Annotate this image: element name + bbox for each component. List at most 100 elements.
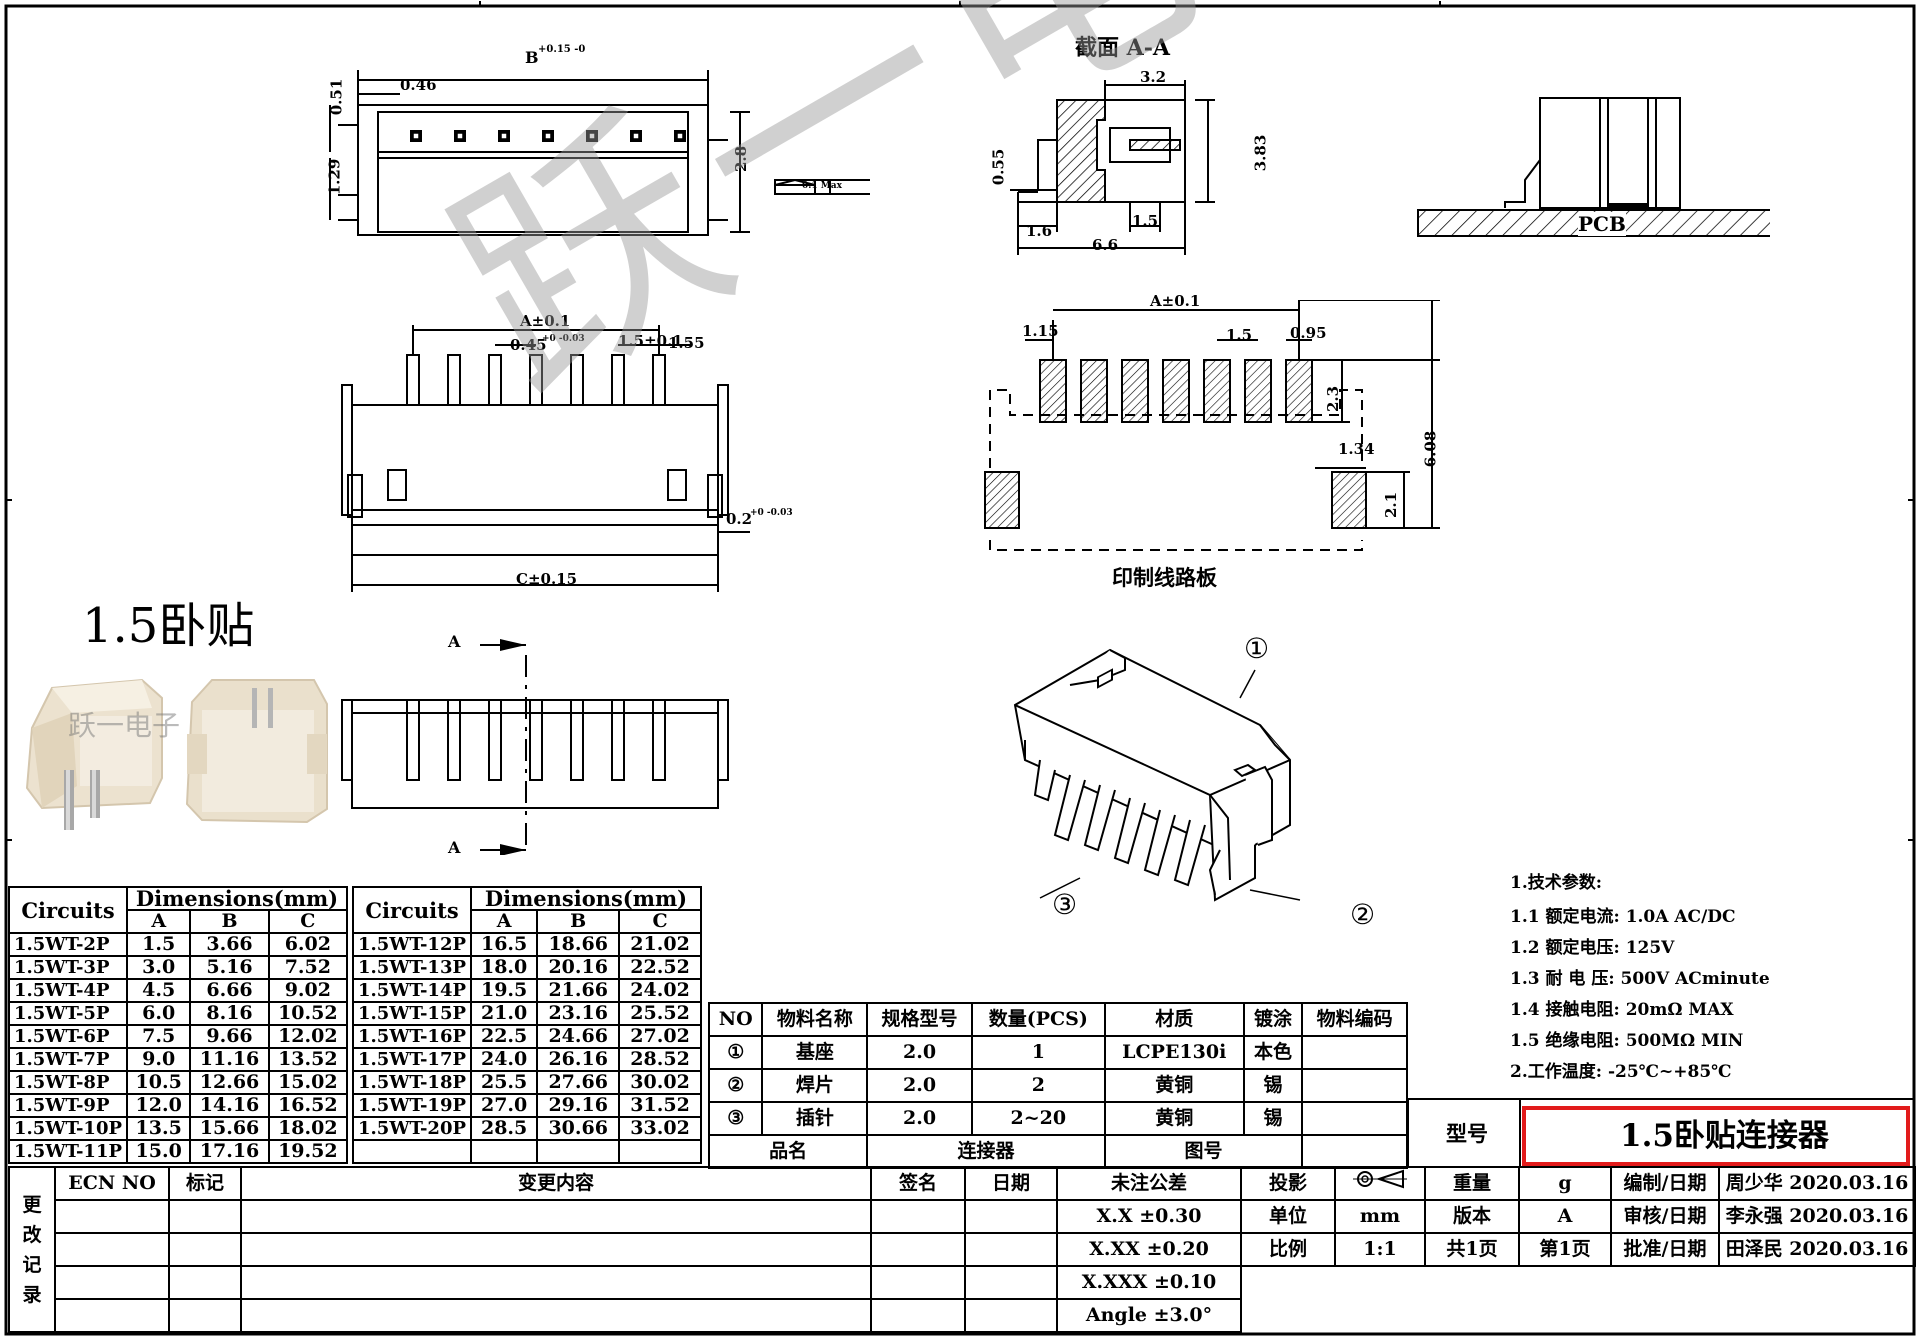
col-circuits: Circuits	[352, 886, 472, 934]
model-highlight	[1522, 1106, 1910, 1166]
dimension-cell: 15.0	[125, 1139, 192, 1164]
dimension-cell: 11.16	[189, 1047, 270, 1072]
photo-watermark: 跃一电子	[68, 709, 181, 742]
col-sign: 签名	[870, 1166, 966, 1201]
circuit-cell: 1.5WT-19P	[352, 1093, 472, 1118]
bom-cell	[1301, 1101, 1408, 1136]
dimension-cell: 25.5	[469, 1070, 539, 1095]
bom-header: 材质	[1103, 1002, 1245, 1037]
dim-front-02: 0.2	[726, 510, 753, 528]
bom-cell: 1	[970, 1035, 1106, 1070]
section-mark-bottom: A	[448, 838, 461, 857]
dimension-cell: 9.66	[189, 1024, 270, 1049]
dimension-cell: 30.66	[536, 1116, 621, 1141]
spec-line: 1.5 绝缘电阻: 500MΩ MIN	[1510, 1031, 1744, 1051]
bom-cell: 2	[970, 1068, 1106, 1103]
bom-cell: 插针	[761, 1101, 869, 1136]
pcb-label: PCB	[1578, 212, 1626, 236]
drawing-no-value	[1301, 1134, 1408, 1169]
bom-cell: 2.0	[866, 1068, 973, 1103]
circuit-cell: 1.5WT-6P	[8, 1024, 128, 1049]
dimension-cell: 17.16	[189, 1139, 270, 1164]
dimension-cell: 3.66	[189, 932, 270, 957]
dimension-cell: 4.5	[125, 978, 192, 1003]
dimension-cell: 20.16	[536, 955, 621, 980]
revision-side-label: 更 改 记 录	[8, 1166, 56, 1333]
col-b: B	[189, 909, 270, 934]
bom-cell: ①	[707, 1035, 764, 1070]
pages-total: 共1页	[1424, 1232, 1520, 1267]
circuit-cell: 1.5WT-13P	[352, 955, 472, 980]
section-title: 截面 A-A	[1075, 35, 1170, 61]
dim-pcb-23: 2.3	[1324, 385, 1343, 413]
section-view-drawing	[1010, 80, 1215, 255]
dimension-cell: 18.0	[469, 955, 539, 980]
dimension-cell: 18.02	[267, 1116, 349, 1141]
dimension-cell: 7.52	[267, 955, 349, 980]
specs-title: 1.技术参数:	[1510, 873, 1603, 893]
approved-label: 批准/日期	[1610, 1232, 1720, 1267]
version-value: A	[1518, 1199, 1612, 1234]
dimension-cell: 24.0	[469, 1047, 539, 1072]
version-label: 版本	[1424, 1199, 1520, 1234]
unit-label: 单位	[1240, 1199, 1336, 1234]
circuit-cell: 1.5WT-9P	[8, 1093, 128, 1118]
dimension-cell: 6.02	[267, 932, 349, 957]
bom-header: 物料名称	[761, 1002, 869, 1037]
dimension-cell: 12.0	[125, 1093, 192, 1118]
bom-cell: ③	[707, 1101, 764, 1136]
circuit-cell: 1.5WT-14P	[352, 978, 472, 1003]
col-circuits: Circuits	[8, 886, 128, 934]
dimension-cell: 19.5	[469, 978, 539, 1003]
col-b: B	[536, 909, 621, 934]
callout-3: ③	[1052, 888, 1078, 921]
dim-front-02-tol: +0 -0.03	[750, 508, 793, 518]
dimension-cell: 15.66	[189, 1116, 270, 1141]
dimension-cell: 24.66	[536, 1024, 621, 1049]
dimension-cell: 1.5	[125, 932, 192, 957]
dimension-cell: 28.52	[618, 1047, 702, 1072]
circuit-cell: 1.5WT-10P	[8, 1116, 128, 1141]
dim-front-045: 0.45	[510, 336, 547, 354]
dimension-cell: 21.0	[469, 1001, 539, 1026]
dim-sec-66: 6.6	[1092, 236, 1119, 254]
dimension-cell: 28.5	[469, 1116, 539, 1141]
dim-sec-15: 1.5	[1132, 212, 1159, 230]
dimension-cell: 13.52	[267, 1047, 349, 1072]
pcb-layout-drawing	[984, 300, 1440, 551]
circuit-cell: 1.5WT-17P	[352, 1047, 472, 1072]
circuit-cell: 1.5WT-20P	[352, 1116, 472, 1141]
approved-value: 田泽民 2020.03.16	[1718, 1232, 1916, 1267]
dimension-cell: 8.16	[189, 1001, 270, 1026]
bottom-view-drawing	[341, 639, 729, 855]
tolerance-2: X.XX ±0.20	[1056, 1232, 1242, 1267]
bom-cell: ②	[707, 1068, 764, 1103]
dimension-cell	[469, 1139, 539, 1164]
bom-cell: 锡	[1242, 1101, 1304, 1136]
model-label: 型号	[1446, 1121, 1488, 1146]
circuit-cell	[352, 1139, 472, 1164]
bom-header: 数量(PCS)	[970, 1002, 1106, 1037]
section-mark-top: A	[448, 632, 461, 651]
col-a: A	[469, 909, 539, 934]
spec-line: 2.工作温度: -25℃~+85℃	[1510, 1062, 1732, 1082]
projection-symbol-icon	[1334, 1166, 1426, 1201]
pcb-layout-title: 印制线路板	[1112, 565, 1217, 590]
dimension-cell	[618, 1139, 702, 1164]
drafted-label: 编制/日期	[1610, 1166, 1720, 1201]
dimension-cell: 24.02	[618, 978, 702, 1003]
bom-cell: 黄铜	[1103, 1101, 1245, 1136]
spec-line: 1.2 额定电压: 125V	[1510, 938, 1675, 958]
flatness: 0.1 Max	[802, 181, 842, 191]
product-label: 1.5卧贴	[82, 598, 255, 654]
dimension-cell: 9.0	[125, 1047, 192, 1072]
